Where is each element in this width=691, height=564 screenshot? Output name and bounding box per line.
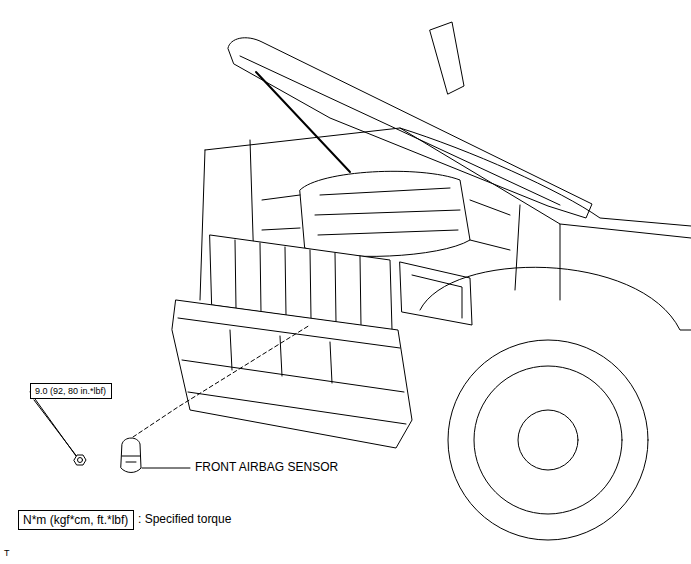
torque-box: N*m (kgf*cm, ft.*lbf)	[18, 510, 134, 530]
line-art	[518, 410, 578, 470]
line-art	[474, 366, 622, 514]
bumper	[172, 300, 412, 448]
line-art	[34, 400, 78, 458]
line-art	[515, 205, 520, 290]
line-art	[121, 438, 141, 473]
line-art	[400, 262, 472, 325]
line-art	[230, 330, 332, 383]
line-art	[78, 458, 83, 463]
line-art	[256, 72, 350, 172]
part-label: : Specified torque	[138, 513, 231, 527]
line-art	[430, 22, 464, 94]
line-art	[448, 340, 648, 540]
torque-value: 9.0 (92, 80 in.*lbf)	[35, 386, 107, 396]
part-label: FRONT AIRBAG SENSOR	[195, 461, 338, 475]
headlight	[400, 262, 472, 325]
line-art	[300, 171, 470, 256]
torque-value: N*m (kgf*cm, ft.*lbf)	[23, 513, 129, 527]
line-art	[178, 318, 406, 424]
nut	[74, 455, 86, 465]
part-label: T	[4, 548, 10, 558]
line-art	[133, 325, 310, 437]
front-airbag-sensor	[121, 438, 141, 473]
line-art	[262, 195, 510, 250]
line-art	[172, 300, 412, 448]
line-art	[142, 468, 190, 469]
torque-box: 9.0 (92, 80 in.*lbf)	[30, 383, 112, 399]
line-art	[74, 455, 86, 465]
line-art	[200, 150, 205, 300]
line-art	[560, 224, 691, 238]
wheel	[420, 267, 691, 540]
line-art	[122, 456, 140, 462]
line-art	[420, 267, 691, 330]
leader-lines	[30, 325, 310, 468]
line-art	[315, 188, 460, 235]
